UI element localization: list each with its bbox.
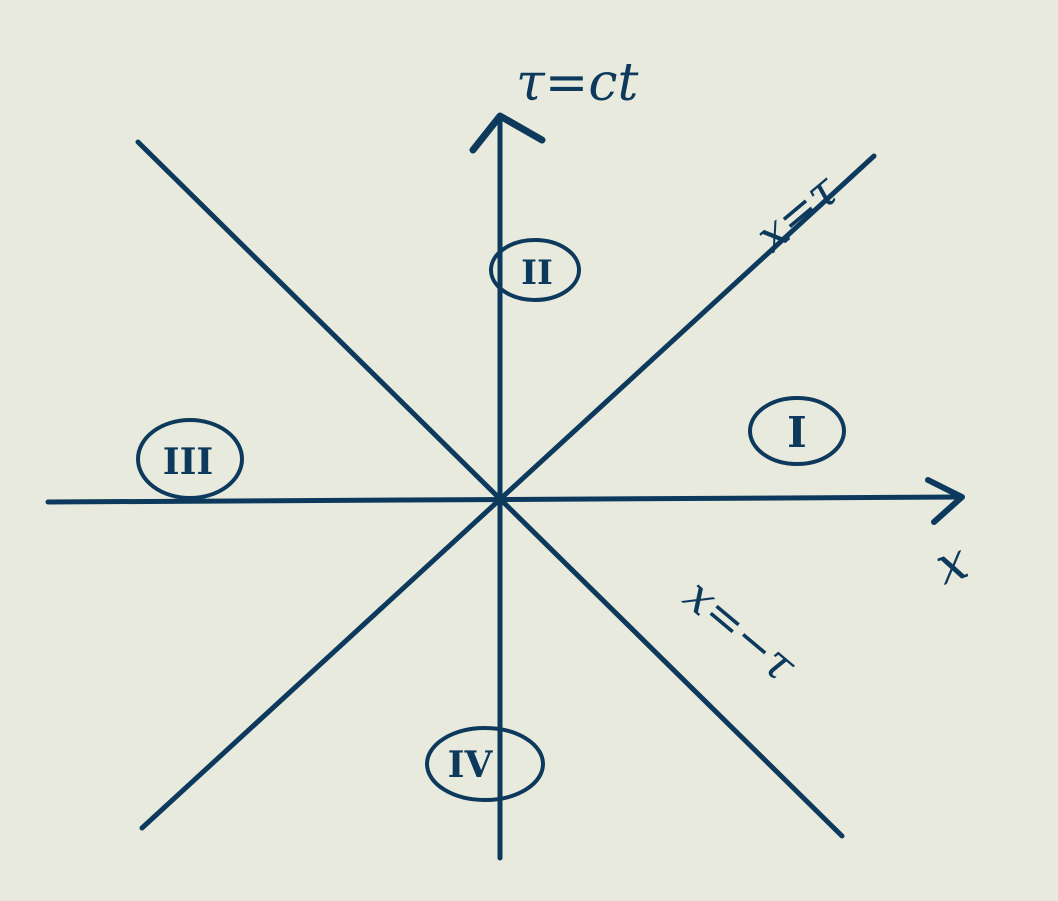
region-I-marker: I	[748, 396, 846, 466]
region-IV-marker: IV	[425, 726, 545, 802]
region-II-marker: II	[489, 238, 581, 302]
line-x-equals-minus-tau	[135, 139, 845, 839]
region-IV-label: IV	[448, 744, 494, 786]
x-axis	[45, 494, 965, 505]
x-axis-arrowhead	[925, 477, 965, 525]
tau-axis-arrowhead	[469, 112, 546, 154]
line-x-equals-tau	[139, 153, 877, 831]
region-III-marker: III	[136, 418, 244, 500]
tau-axis-label: τ=ct	[516, 53, 638, 113]
region-II-label: II	[521, 253, 553, 293]
region-I-label: I	[787, 408, 807, 457]
region-III-label: III	[163, 441, 214, 483]
